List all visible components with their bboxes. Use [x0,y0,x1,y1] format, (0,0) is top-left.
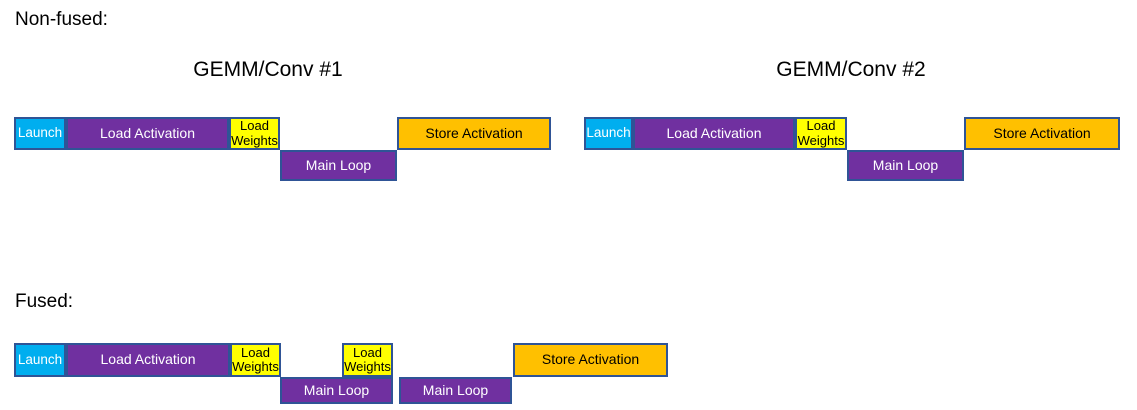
block-store-activation: Store Activation [513,343,668,377]
block-main-loop: Main Loop [280,150,397,181]
block-load-weights: Load Weights [229,117,280,150]
block-launch: Launch [14,343,66,377]
block-store-activation: Store Activation [397,117,551,150]
block-load-weights: Load Weights [342,343,393,377]
section-label-non-fused: Non-fused: [15,9,108,30]
block-load-activation: Load Activation [66,343,230,377]
group-title-gemm-conv-1: GEMM/Conv #1 [193,58,343,81]
section-label-fused: Fused: [15,291,74,312]
block-launch: Launch [584,117,633,150]
block-main-loop: Main Loop [280,377,393,404]
block-store-activation: Store Activation [964,117,1120,150]
block-main-loop: Main Loop [847,150,964,181]
block-load-activation: Load Activation [66,117,229,150]
block-load-activation: Load Activation [633,117,795,150]
group-title-gemm-conv-2: GEMM/Conv #2 [776,58,926,81]
block-load-weights: Load Weights [795,117,847,150]
block-main-loop: Main Loop [399,377,512,404]
block-load-weights: Load Weights [230,343,281,377]
block-launch: Launch [14,117,66,150]
